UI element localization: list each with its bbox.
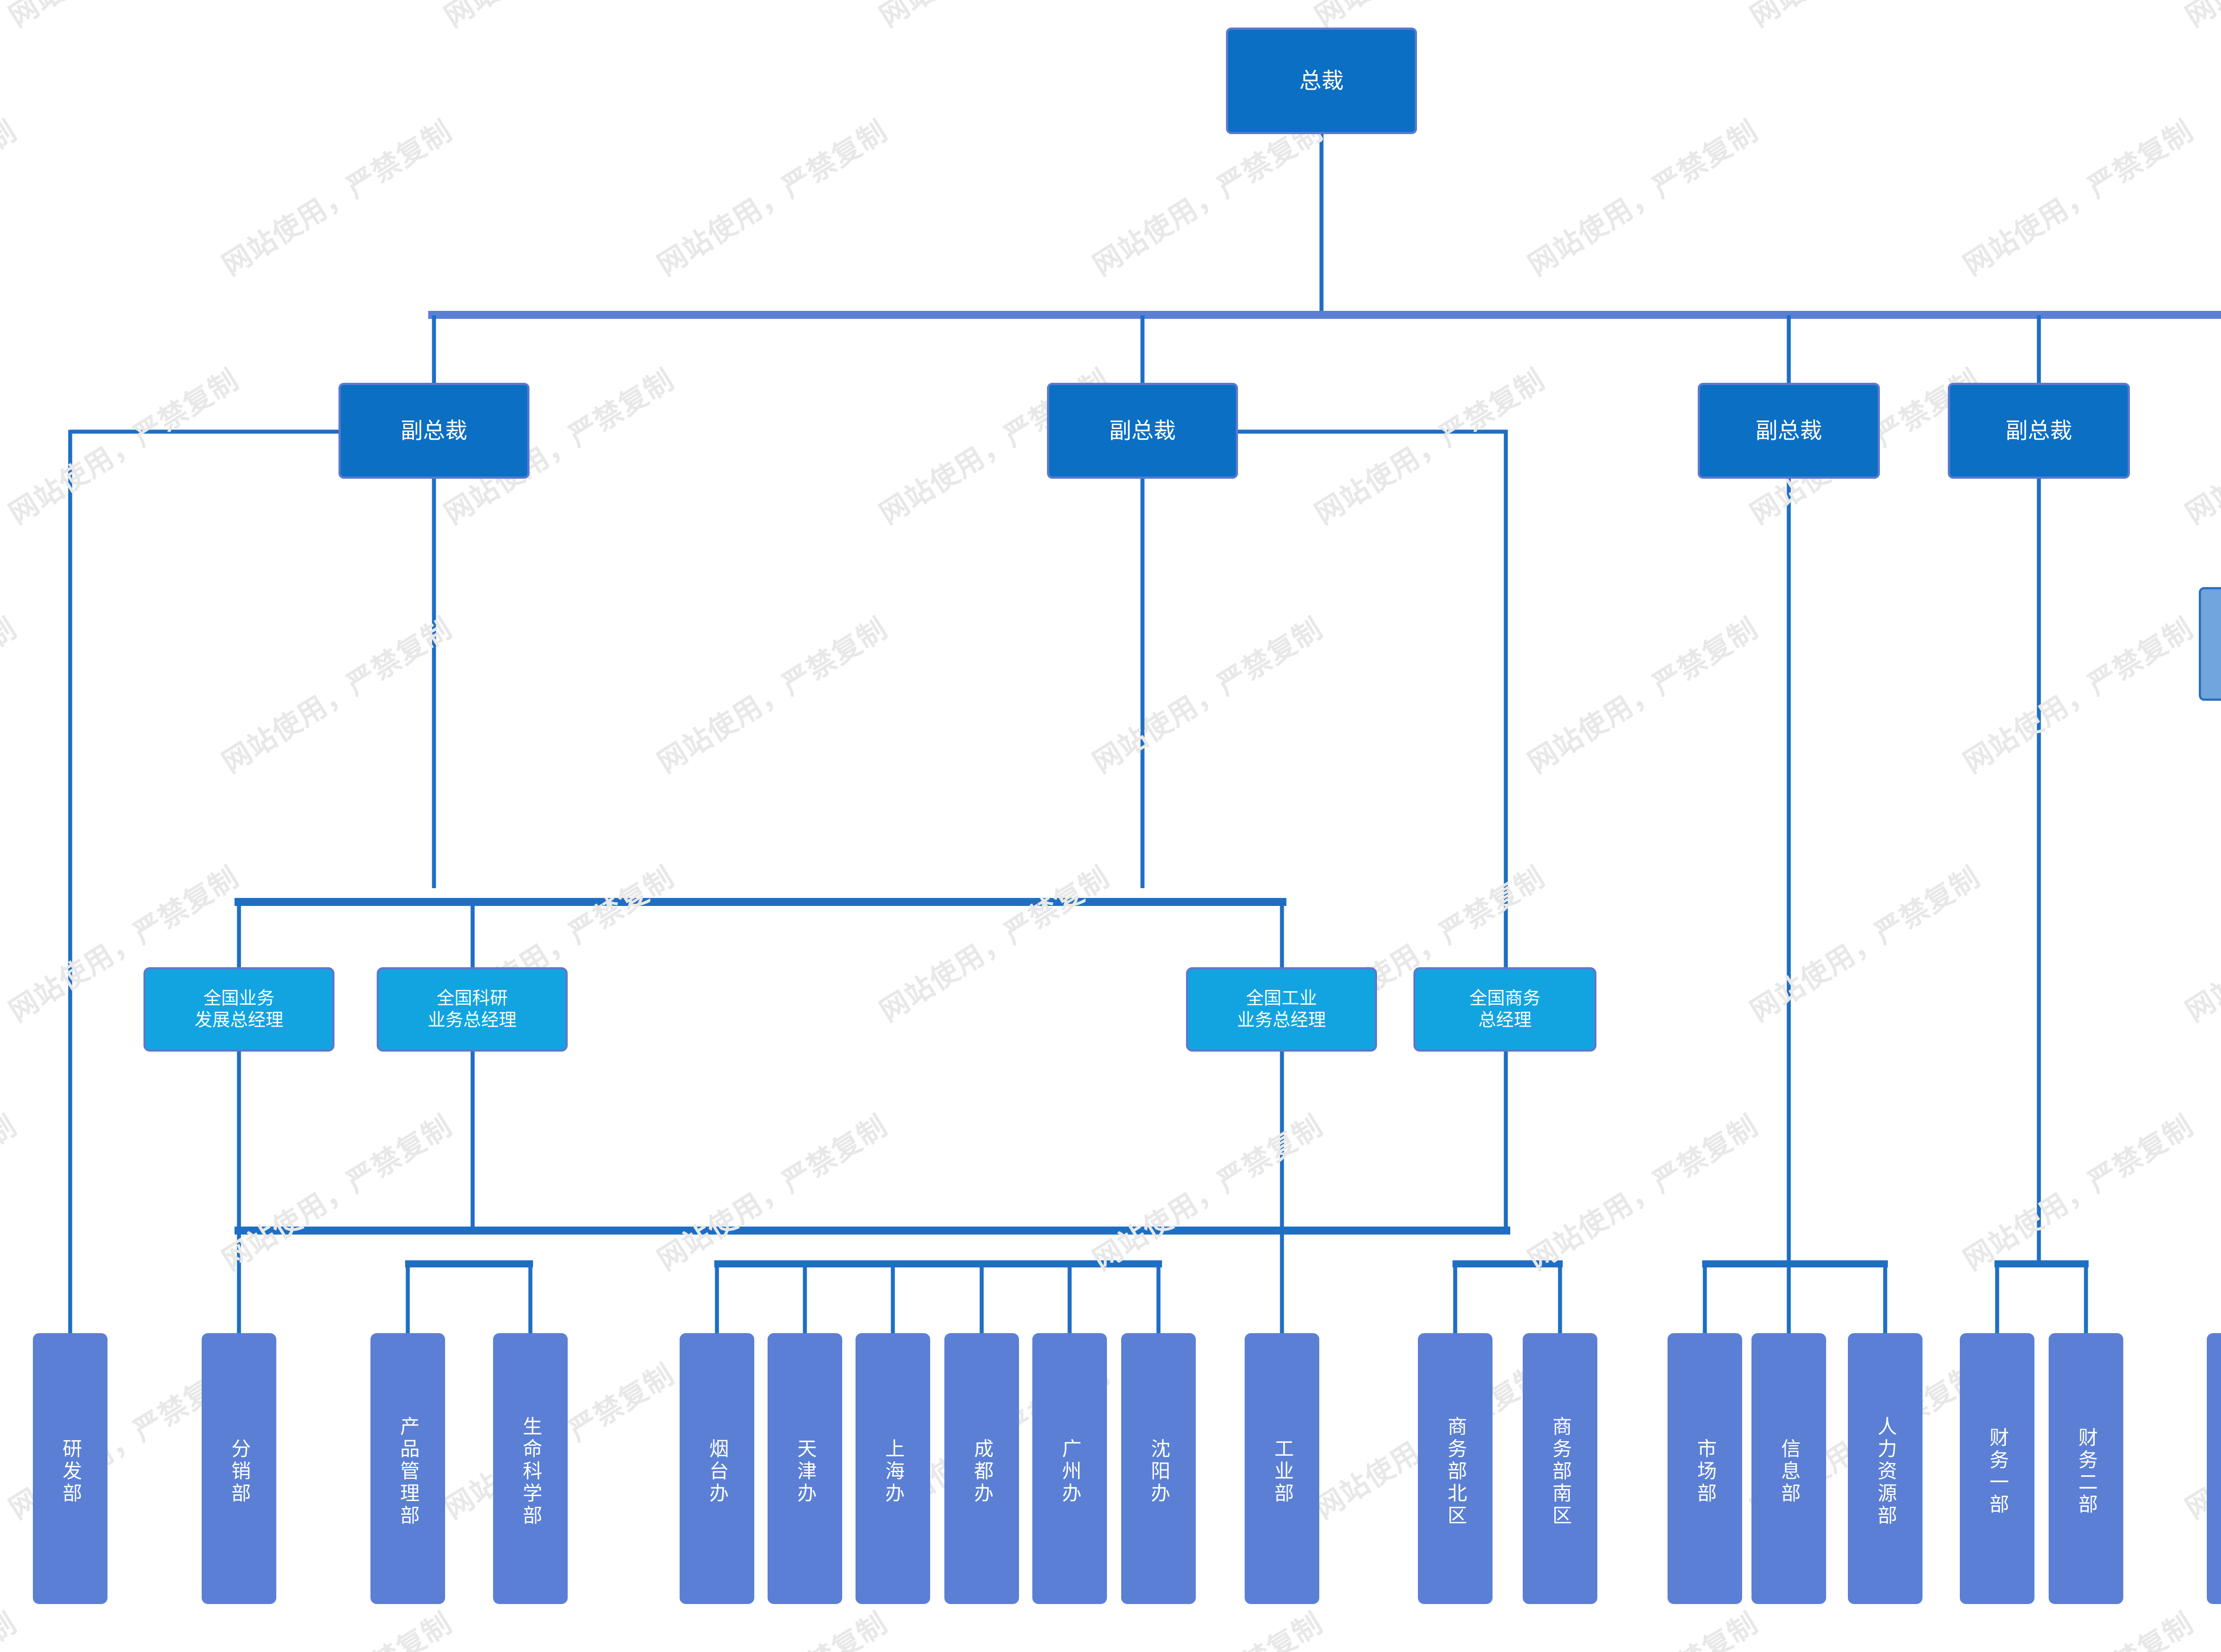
node-vice-president-1[interactable]: 副总裁 (338, 383, 529, 479)
node-department-rd[interactable]: 研发部 (33, 1333, 107, 1604)
node-department-yantai-label: 烟台办 (705, 1438, 728, 1505)
node-gm-commerce-label: 全国商务 总经理 (1469, 988, 1540, 1030)
node-department-chengdu[interactable]: 成都办 (944, 1333, 1019, 1604)
node-gm-business-development-label: 全国业务 发展总经理 (195, 988, 283, 1030)
node-department-hr[interactable]: 人力资源部 (1848, 1333, 1922, 1604)
node-department-information-label: 信息部 (1777, 1438, 1800, 1505)
node-department-shanghai[interactable]: 上海办 (856, 1333, 930, 1604)
node-vice-president-4-label: 副总裁 (2006, 417, 2072, 444)
node-department-finance-2[interactable]: 财务二部 (2049, 1333, 2123, 1604)
node-president-label: 总裁 (1299, 68, 1344, 94)
node-gm-industrial-business-label: 全国工业 业务总经理 (1237, 988, 1326, 1030)
node-department-commerce-north[interactable]: 商务部北区 (1418, 1333, 1493, 1604)
node-gm-industrial-business[interactable]: 全国工业 业务总经理 (1186, 967, 1377, 1052)
node-department-product-mgmt[interactable]: 产品管理部 (370, 1333, 445, 1604)
node-vice-president-3-label: 副总裁 (1755, 417, 1822, 444)
node-department-shenyang-label: 沈阳办 (1147, 1438, 1170, 1505)
node-department-market-label: 市场部 (1693, 1438, 1716, 1505)
node-vice-president-1-label: 副总裁 (401, 417, 467, 444)
node-department-hr-label: 人力资源部 (1874, 1416, 1897, 1527)
node-department-tianjin[interactable]: 天津办 (768, 1333, 842, 1604)
node-gm-research-business[interactable]: 全国科研 业务总经理 (377, 967, 568, 1052)
node-vice-president-2-label: 副总裁 (1109, 417, 1176, 444)
node-department-shenyang[interactable]: 沈阳办 (1121, 1333, 1196, 1604)
node-department-shanghai-label: 上海办 (881, 1438, 904, 1505)
node-department-finance-2-label: 财务二部 (2074, 1427, 2098, 1516)
node-department-finance-1-label: 财务一部 (1986, 1427, 2009, 1516)
node-department-life-science[interactable]: 生命科学部 (493, 1333, 568, 1604)
node-department-distribution[interactable]: 分销部 (202, 1333, 276, 1604)
node-department-industry[interactable]: 工业部 (1245, 1333, 1319, 1604)
node-department-commerce-south-label: 商务部南区 (1548, 1416, 1572, 1527)
node-president-assistant[interactable]: 总裁助理 (2199, 587, 2221, 701)
node-vice-president-4[interactable]: 副总裁 (1948, 383, 2130, 479)
node-department-commerce-north-label: 商务部北区 (1444, 1416, 1467, 1527)
node-department-tianjin-label: 天津办 (793, 1438, 816, 1505)
node-department-market[interactable]: 市场部 (1668, 1333, 1742, 1604)
node-department-chengdu-label: 成都办 (970, 1438, 993, 1505)
node-gm-commerce[interactable]: 全国商务 总经理 (1413, 967, 1596, 1052)
node-vice-president-2[interactable]: 副总裁 (1047, 383, 1238, 479)
node-department-finance-1[interactable]: 财务一部 (1960, 1333, 2034, 1604)
node-department-guangzhou-label: 广州办 (1058, 1438, 1081, 1505)
node-department-office[interactable]: 办公室 (2207, 1333, 2221, 1604)
node-department-product-mgmt-label: 产品管理部 (396, 1416, 419, 1527)
node-gm-business-development[interactable]: 全国业务 发展总经理 (143, 967, 334, 1052)
node-department-guangzhou[interactable]: 广州办 (1032, 1333, 1107, 1604)
node-president[interactable]: 总裁 (1226, 28, 1417, 134)
node-gm-research-business-label: 全国科研 业务总经理 (428, 988, 517, 1030)
node-department-commerce-south[interactable]: 商务部南区 (1523, 1333, 1597, 1604)
node-vice-president-3[interactable]: 副总裁 (1698, 383, 1880, 479)
node-department-life-science-label: 生命科学部 (519, 1416, 542, 1527)
node-department-rd-label: 研发部 (59, 1438, 82, 1505)
node-department-industry-label: 工业部 (1270, 1438, 1294, 1505)
node-department-yantai[interactable]: 烟台办 (680, 1333, 754, 1604)
node-department-information[interactable]: 信息部 (1751, 1333, 1826, 1604)
node-department-distribution-label: 分销部 (227, 1438, 251, 1505)
